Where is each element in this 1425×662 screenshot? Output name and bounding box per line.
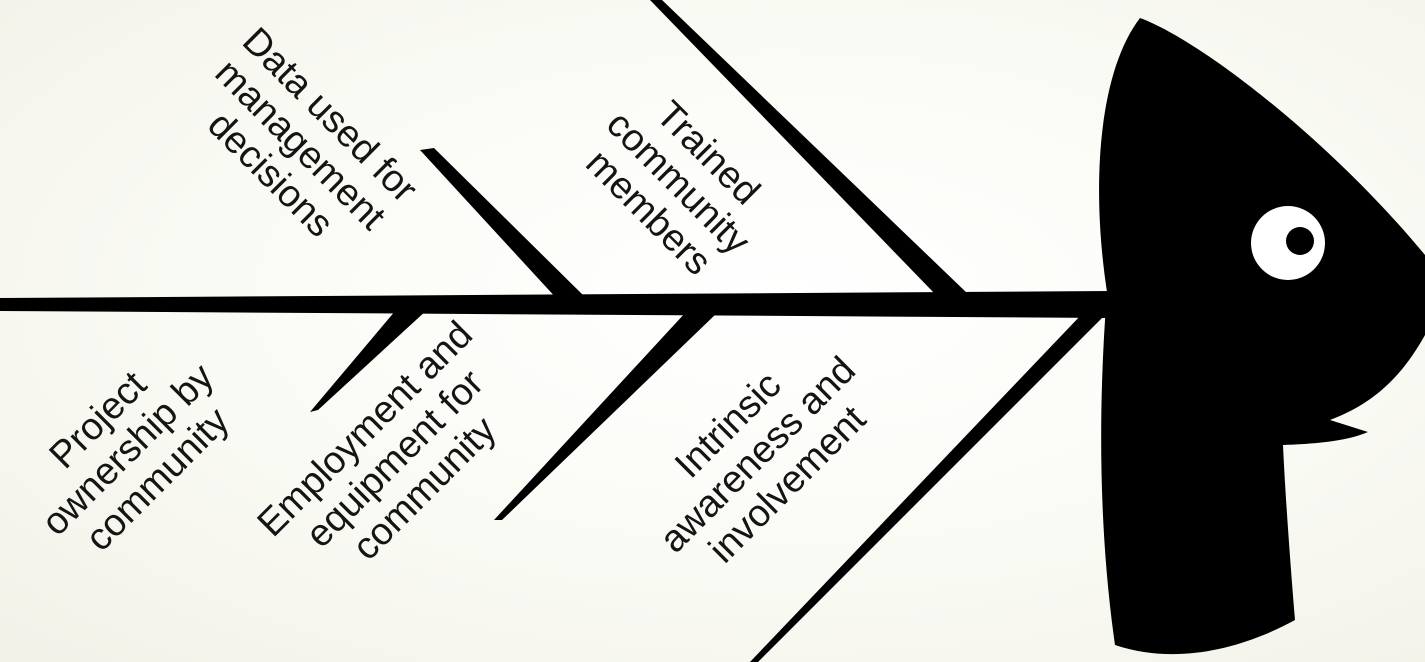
bone-top-1 [420, 148, 586, 300]
bone-bottom-1 [310, 309, 428, 412]
fish-head [1099, 18, 1425, 655]
fish-spine [0, 291, 1110, 318]
bone-bottom-2 [494, 312, 718, 520]
fish-pupil [1286, 227, 1314, 255]
bone-top-2 [650, 0, 968, 295]
bone-bottom-3 [750, 314, 1104, 662]
